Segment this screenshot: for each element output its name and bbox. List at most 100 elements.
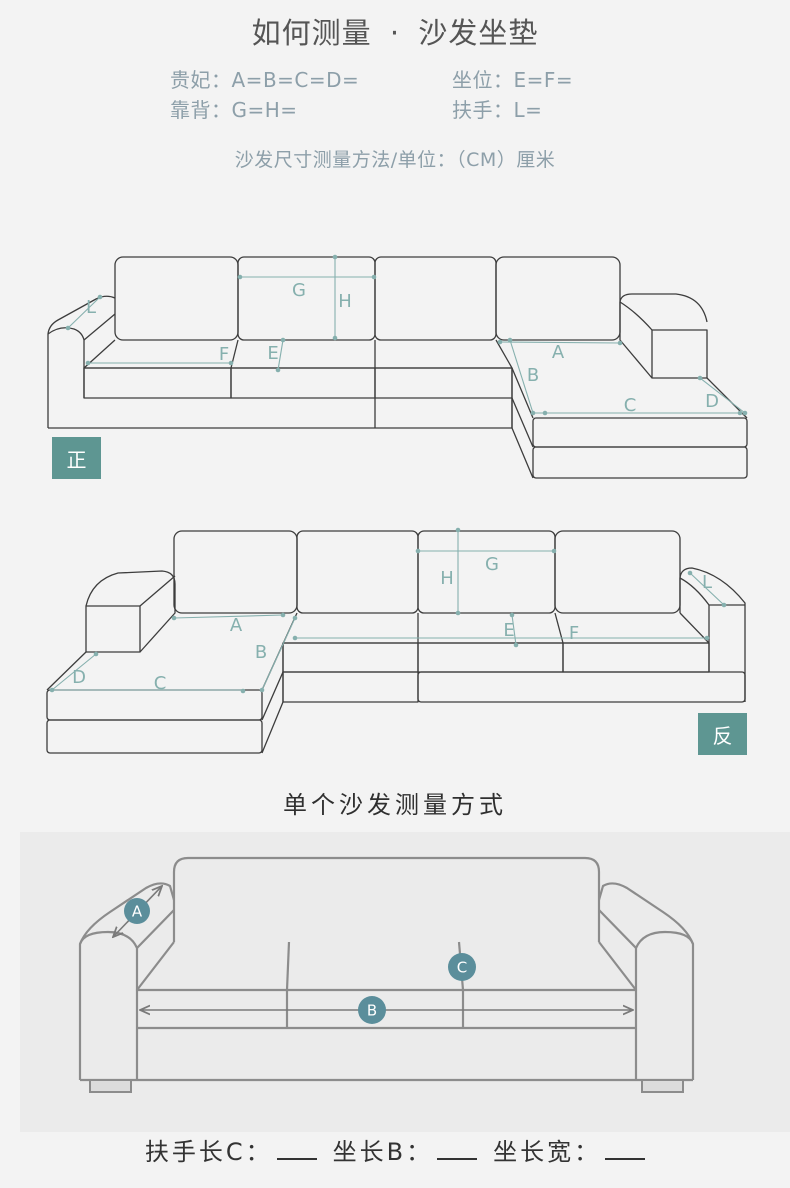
sofa-base xyxy=(48,398,513,429)
seat-cushion-front xyxy=(562,642,710,673)
dimension-endpoint xyxy=(240,688,246,694)
dimension-endpoint xyxy=(687,570,693,576)
dimension-endpoint xyxy=(65,325,71,331)
dimension-endpoint xyxy=(280,612,286,618)
right-arm-top-edge xyxy=(619,301,653,331)
dimension-endpoint xyxy=(509,612,515,618)
marker-c-label: C xyxy=(457,959,467,977)
sofa-base xyxy=(417,671,746,703)
dimension-endpoint xyxy=(292,635,298,641)
fill-in-blank xyxy=(437,1158,478,1160)
back-cushion xyxy=(172,856,601,942)
left-arm-top xyxy=(85,570,176,607)
fill-in-seat-width-label: 坐长宽： xyxy=(493,1138,602,1166)
dimension-line-d xyxy=(699,377,746,414)
chaise-top-left-edge xyxy=(46,651,87,691)
marker-b xyxy=(358,996,386,1024)
back-cushion xyxy=(173,530,298,614)
seat-cushion-top xyxy=(135,941,638,992)
dimension-label-g: G xyxy=(485,554,499,575)
dimension-endpoint xyxy=(542,410,548,416)
right-arm xyxy=(679,567,746,702)
dimension-endpoint xyxy=(742,410,748,416)
dimension-endpoint xyxy=(704,635,710,641)
dimension-endpoint xyxy=(93,651,99,657)
dimension-endpoint xyxy=(737,410,743,416)
dimension-endpoint xyxy=(697,375,703,381)
left-arm xyxy=(47,295,116,428)
dimension-endpoint xyxy=(721,602,727,608)
unit-note: 沙发尺寸测量方法/单位：（CM）厘米 xyxy=(234,149,556,171)
marker-a-label: A xyxy=(132,903,143,921)
back-cushion xyxy=(495,256,621,341)
dimension-label-a: A xyxy=(552,342,565,363)
chaise-front xyxy=(532,417,748,448)
dimension-endpoint xyxy=(171,615,177,621)
chaise-side-edge xyxy=(511,397,534,448)
dimension-endpoint xyxy=(292,615,298,621)
fill-in-row: 扶手长C： 坐长B： 坐长宽： xyxy=(0,1132,790,1167)
left-arm-top-edge xyxy=(139,575,176,607)
left-arm-front xyxy=(47,327,85,398)
chaise-base xyxy=(532,446,748,479)
seat-cushion-top xyxy=(83,339,512,369)
dimension-label-e: E xyxy=(267,343,278,364)
left-arm-front xyxy=(85,605,141,653)
left-arm-inner-edge xyxy=(83,313,116,341)
right-arm-side xyxy=(619,302,653,379)
sofa-foot xyxy=(89,1079,132,1093)
seat-divider xyxy=(285,941,291,991)
right-arm-top-edge xyxy=(679,577,745,606)
dimension-label-g: G xyxy=(292,280,306,301)
dimension-endpoint xyxy=(228,360,234,366)
seat-cushion-front xyxy=(374,367,513,399)
page-title: 如何测量 · 沙发坐垫 xyxy=(251,16,539,50)
dimension-label-e: E xyxy=(503,620,514,641)
fill-in-seat-length-label: 坐长B： xyxy=(332,1138,434,1166)
dimension-label-f: F xyxy=(219,344,229,365)
right-arm-top xyxy=(597,882,695,945)
formula-back: 靠背：G=H= xyxy=(170,98,298,122)
dimension-line-e xyxy=(511,614,517,646)
right-arm-front xyxy=(651,329,708,379)
dimension-endpoint xyxy=(280,337,286,343)
fill-in-arm-length-label: 扶手长C： xyxy=(144,1138,273,1166)
dimension-line-a xyxy=(499,341,621,344)
sectional-back-outline xyxy=(46,530,746,754)
dimension-label-d: D xyxy=(705,391,719,412)
sectional-back-dimensions: G H L A B C D xyxy=(49,527,727,694)
dimension-label-f: F xyxy=(569,623,579,644)
dimension-line-b xyxy=(261,617,296,691)
back-cushion xyxy=(237,256,376,341)
formula-seat: 坐位：E=F= xyxy=(452,68,574,92)
left-arm-side xyxy=(139,584,176,653)
dimension-label-c: C xyxy=(624,395,637,416)
dimension-endpoint xyxy=(415,548,421,554)
right-arm-inner-edge xyxy=(598,909,637,949)
dimension-line-d xyxy=(51,653,97,691)
dimension-label-d: D xyxy=(72,667,86,688)
dimension-endpoint xyxy=(97,294,103,300)
back-cushion xyxy=(554,530,681,614)
chaise-side xyxy=(511,368,534,479)
dimension-line-a xyxy=(173,614,284,619)
dimension-line-b xyxy=(509,339,534,414)
back-cushion xyxy=(114,256,239,341)
dimension-endpoint xyxy=(497,339,503,345)
single-sofa-measurements: A B C xyxy=(113,886,633,1024)
chaise-base xyxy=(46,719,263,754)
dimension-label-h: H xyxy=(440,568,454,589)
dimension-endpoint xyxy=(237,274,243,280)
dimension-line-e xyxy=(277,339,284,371)
dimension-label-h: H xyxy=(338,291,352,312)
marker-c xyxy=(448,953,476,981)
dimension-label-a: A xyxy=(230,615,243,636)
back-cushion xyxy=(374,256,497,341)
dimension-endpoint xyxy=(259,687,265,693)
seat-cushion-front xyxy=(417,642,564,673)
dimension-endpoint xyxy=(455,610,461,616)
marker-b-label: B xyxy=(367,1002,377,1020)
dimension-endpoint xyxy=(85,360,91,366)
dimension-endpoint xyxy=(513,642,519,648)
